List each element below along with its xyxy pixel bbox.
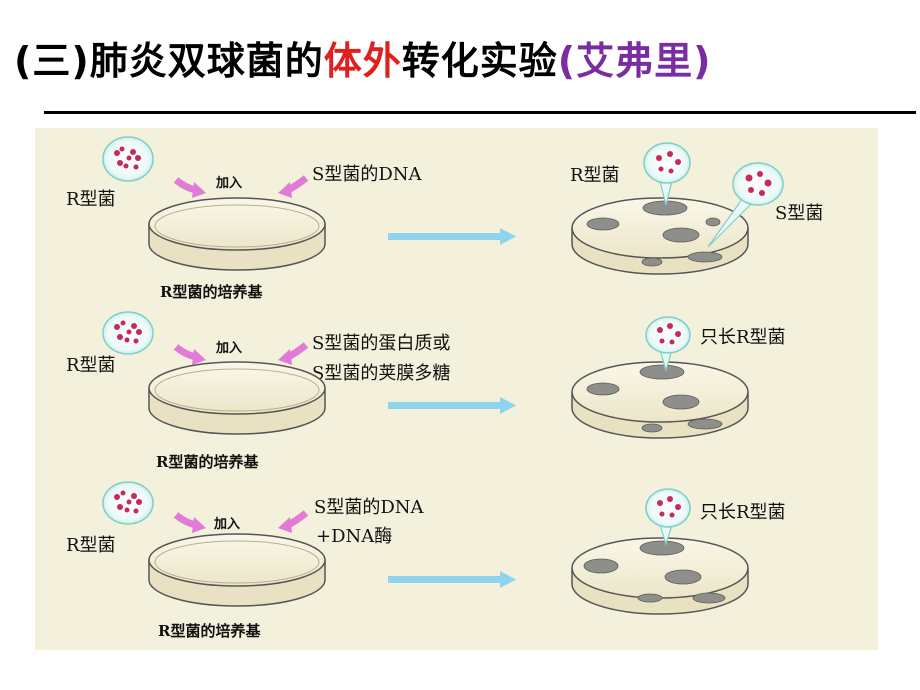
title-prefix: (三)肺炎双球菌的 (14, 39, 324, 83)
added-substance: S型菌的蛋白质或 (312, 333, 450, 354)
added-substance: S型菌的DNA (312, 164, 423, 185)
page-title: (三)肺炎双球菌的体外转化实验(艾弗里) (14, 30, 712, 85)
plate-label: R型菌的培养基 (156, 453, 259, 471)
result-dish-icon (571, 197, 749, 275)
title-divider (44, 111, 916, 114)
r-strain-label: R型菌 (66, 535, 116, 556)
s-colony-callout-icon (707, 162, 784, 248)
row-3: R型菌 加入 S型菌的DNA +DNA酶 R型菌的培养基 (66, 481, 786, 640)
added-substance: S型菌的DNA (314, 497, 425, 518)
pink-arrow-icon (173, 512, 197, 529)
result-dish-icon (571, 361, 749, 439)
pink-arrowhead-icon (278, 182, 292, 198)
pink-arrowhead-icon (278, 349, 292, 365)
title-middle: 转化实验 (401, 39, 558, 83)
process-arrow-icon (388, 228, 516, 245)
r-colony-callout-icon (643, 142, 691, 206)
title-highlight: 体外 (323, 39, 402, 83)
r-bacteria-bubble-icon (102, 481, 154, 525)
r-colony-callout-icon (645, 488, 691, 546)
r-bacteria-bubble-icon (102, 311, 154, 355)
r-strain-label: R型菌 (66, 189, 116, 210)
row-2: R型菌 加入 S型菌的蛋白质或 S型菌的荚膜多糖 R型菌的培养基 (66, 311, 786, 471)
pink-arrow-icon (173, 344, 197, 361)
add-label: 加入 (215, 176, 242, 191)
process-arrow-icon (388, 571, 516, 588)
row-1: R型菌 加入 S型菌的DNA R型菌的培养基 (66, 136, 823, 301)
result-label: R型菌 (570, 165, 620, 186)
add-label: 加入 (215, 341, 242, 356)
added-substance: S型菌的荚膜多糖 (312, 363, 450, 384)
r-strain-label: R型菌 (66, 355, 116, 376)
pink-arrowhead-icon (192, 349, 206, 365)
pink-arrow-icon (173, 177, 197, 194)
culture-dish-icon (148, 197, 326, 271)
culture-dish-icon (148, 361, 326, 435)
process-arrow-icon (388, 397, 516, 414)
plate-label: R型菌的培养基 (160, 283, 263, 301)
plate-label: R型菌的培养基 (158, 622, 261, 640)
result-label: 只长R型菌 (700, 502, 786, 523)
result-dish-icon (571, 537, 749, 615)
result-label: 只长R型菌 (700, 327, 786, 348)
r-bacteria-bubble-icon (102, 136, 154, 182)
culture-dish-icon (148, 533, 326, 607)
pink-arrowhead-icon (192, 182, 206, 198)
added-substance: +DNA酶 (316, 526, 392, 547)
r-colony-callout-icon (645, 316, 691, 373)
result-label: S型菌 (775, 203, 823, 224)
pink-arrowhead-icon (192, 517, 206, 533)
pink-arrowhead-icon (278, 517, 292, 533)
add-label: 加入 (213, 517, 240, 532)
title-source: (艾弗里) (557, 39, 712, 83)
